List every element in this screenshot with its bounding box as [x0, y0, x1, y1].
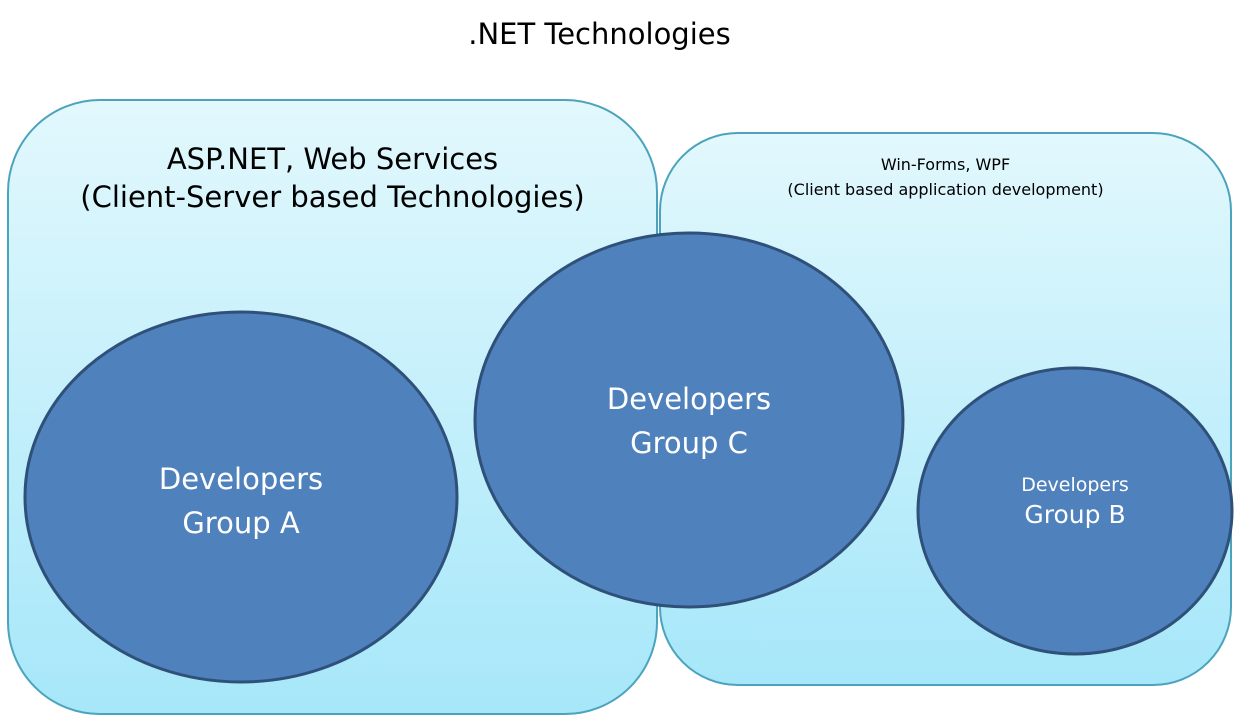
right-box-line1: Win-Forms, WPF: [880, 155, 1011, 174]
group-c-label: Developers Group C: [475, 377, 903, 465]
group-c-line1: Developers: [606, 382, 772, 416]
group-a-line2: Group A: [182, 506, 300, 540]
left-box-label: ASP.NET, Web Services (Client-Server bas…: [8, 140, 657, 216]
ellipse-group-a: [23, 310, 459, 684]
left-box-line1: ASP.NET, Web Services: [166, 142, 499, 176]
group-a-label: Developers Group A: [25, 457, 457, 545]
group-a-line1: Developers: [158, 462, 324, 496]
ellipse-group-b: [916, 366, 1234, 656]
group-b-line2: Group B: [1024, 500, 1126, 529]
group-b-line1: Developers: [1021, 474, 1129, 496]
right-box-label: Win-Forms, WPF (Client based application…: [660, 152, 1231, 202]
left-box-line2: (Client-Server based Technologies): [80, 180, 585, 214]
group-c-line2: Group C: [630, 426, 748, 460]
group-b-label: Developers Group B: [918, 472, 1232, 532]
right-box-line2: (Client based application development): [787, 180, 1104, 199]
diagram-title: .NET Technologies: [468, 17, 731, 51]
ellipse-group-c: [473, 231, 905, 609]
